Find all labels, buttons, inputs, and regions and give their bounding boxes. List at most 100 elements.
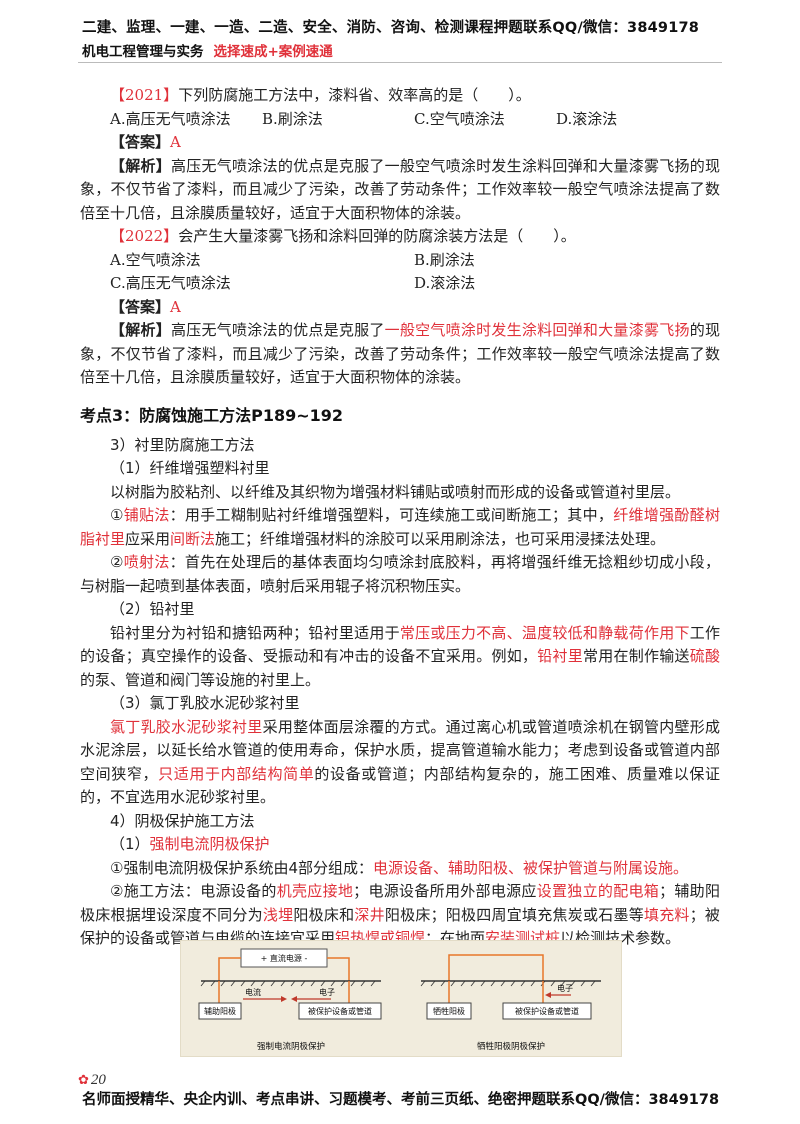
- header-contact-line: 二建、监理、一建、一造、二造、安全、消防、咨询、检测课程押题联系QQ/微信：38…: [82, 20, 700, 36]
- sacrificial-anode-label: 牺牲阳极: [433, 1006, 465, 1016]
- text: 阳极床和: [293, 905, 355, 924]
- text: ①强制电流阴极保护系统由4部分组成：: [110, 858, 373, 877]
- highlight: 填充料: [643, 905, 690, 924]
- text: ②施工方法：电源设备的: [110, 882, 277, 900]
- caption-sacrificial: 牺牲阳极阴极保护: [477, 1041, 545, 1052]
- question-year-tag: 【2022】: [110, 227, 179, 245]
- text: （1）: [110, 835, 150, 853]
- section-title: 考点3：防腐蚀施工方法P189~192: [80, 405, 344, 425]
- question-year-tag: 【2021】: [110, 86, 179, 104]
- analysis-2022: 【解析】高压无气喷涂法的优点是克服了一般空气喷涂时发生涂料回弹和大量漆雾飞扬的现…: [80, 319, 720, 390]
- header-divider: [78, 62, 722, 63]
- option-b: B.刷涂法: [262, 109, 323, 128]
- analysis-text-tail: 的现象，不仅节省了漆料，而且减少了污染，改善了劳动条件；工作效率较一般空气喷涂法…: [80, 321, 720, 386]
- frp-laying-method: ①铺贴法：用手工糊制贴衬纤维增强塑料，可连续施工或间断施工；其中，纤维增强酚醛树…: [80, 504, 720, 551]
- highlight: 纤维增强酚醛树脂衬里: [80, 506, 720, 548]
- text: 工作的设备；真空操作的设备、受振动和有冲击的设备不宜采用。例如，: [80, 623, 720, 666]
- question-2021-options: A.高压无气喷涂法 B.刷涂法 C.空气喷涂法 D.滚涂法: [80, 108, 720, 132]
- page-number-text: 20: [90, 1072, 106, 1088]
- text: ；电源设备所用外部电源应: [353, 882, 537, 900]
- protected-label-1: 被保护设备或管道: [308, 1006, 372, 1016]
- highlight: 只适用于内部结构简单: [158, 764, 315, 783]
- question-2022: 【2022】会产生大量漆雾飞扬和涂料回弹的防腐涂装方法是（ ）。: [80, 225, 720, 249]
- highlight: 机壳应接地: [276, 882, 354, 900]
- aux-anode-label: 辅助阳极: [204, 1006, 236, 1016]
- answer-label: 【答案】: [110, 297, 171, 316]
- highlight: 深井: [354, 905, 385, 924]
- impressed-current-components: ①强制电流阴极保护系统由4部分组成：电源设备、辅助阳极、被保护管道与附属设施。: [80, 857, 720, 881]
- dc-power-label: + 直流电源 -: [261, 953, 308, 963]
- question-2022-options: A.空气喷涂法 B.刷涂法: [80, 249, 720, 273]
- text: 阳极床；阳极四周宜填充焦炭或石墨等: [384, 905, 644, 924]
- highlight: 设置独立的配电箱: [536, 882, 660, 900]
- heading-lining: 3）衬里防腐施工方法: [110, 435, 255, 454]
- page-mark-icon: ✿: [78, 1072, 89, 1087]
- option-a: A.空气喷涂法: [110, 250, 201, 269]
- highlight: 浅埋: [262, 905, 294, 924]
- aux-anode-box: [198, 1002, 242, 1020]
- item-marker: ①: [110, 506, 124, 524]
- sacrificial-anode-box: [426, 1002, 472, 1020]
- frp-definition: 以树脂为胶粘剂、以纤维及其织物为增强材料铺贴或喷射而形成的设备或管道衬里层。: [110, 482, 681, 501]
- mortar-lining-text: 氯丁乳胶水泥砂浆衬里采用整体面层涂覆的方式。通过离心机或管道喷涂机在钢管内壁形成…: [80, 716, 720, 810]
- heading-cathodic: 4）阴极保护施工方法: [110, 811, 255, 830]
- analysis-highlight: 一般空气喷涂时发生涂料回弹和大量漆雾飞扬: [384, 321, 690, 339]
- electron-label: 电子: [319, 987, 335, 997]
- highlight: 强制电流阴极保护: [149, 835, 270, 853]
- heading-frp-lining: （1）纤维增强塑料衬里: [110, 459, 270, 477]
- page-number: ✿20: [78, 1072, 106, 1089]
- option-b: B.刷涂法: [414, 250, 475, 269]
- page-content: 【2021】下列防腐施工方法中，漆料省、效率高的是（ ）。 A.高压无气喷涂法 …: [80, 80, 720, 951]
- question-2022-options-row2: C.高压无气喷涂法 D.滚涂法: [80, 272, 720, 296]
- frp-spray-method: ②喷射法：首先在处理后的基体表面均匀喷涂封底胶料，再将增强纤维无捻粗纱切成小段，…: [80, 551, 720, 598]
- protected-box-1: [298, 1002, 382, 1020]
- text: 常用在制作输送: [583, 647, 690, 665]
- answer-2021: 【答案】A: [80, 131, 720, 155]
- highlight: 硫酸: [689, 647, 720, 665]
- option-a: A.高压无气喷涂法: [110, 109, 231, 128]
- footer-contact-line: 名师面授精华、央企内训、考点串讲、习题模考、考前三页纸、绝密押题联系QQ/微信：…: [82, 1092, 720, 1108]
- text: 的设备或管道；内部结构复杂的，施工困难、质量难以保证的，不宜选用水泥砂浆衬里。: [80, 764, 720, 807]
- protected-box-2: [502, 1002, 592, 1020]
- header-subject-line: 机电工程管理与实务选择速成+案例速通: [82, 40, 333, 60]
- text: 采用整体面层涂覆的方式。通过离心机或管道喷涂机在钢管内壁形成水泥涂层，以延长给水…: [80, 717, 720, 783]
- highlight: 铅衬里: [537, 647, 584, 665]
- option-c: C.空气喷涂法: [414, 109, 505, 128]
- highlight: 铺贴法: [123, 506, 170, 524]
- highlight: 喷射法: [123, 553, 170, 571]
- text: 铅衬里分为衬铅和搪铅两种；铅衬里适用于: [110, 623, 400, 642]
- highlight: 间断法: [170, 529, 216, 548]
- heading-impressed-current: （1）强制电流阴极保护: [80, 833, 720, 857]
- option-c: C.高压无气喷涂法: [110, 274, 231, 292]
- header-tagline: 选择速成+案例速通: [213, 44, 333, 60]
- highlight: 电源设备、辅助阳极、被保护管道与附属设施。: [373, 858, 689, 877]
- question-stem: 下列防腐施工方法中，漆料省、效率高的是（ ）。: [178, 86, 531, 104]
- text: 应采用: [125, 529, 171, 548]
- highlight: 氯丁乳胶水泥砂浆衬里: [110, 717, 263, 736]
- caption-impressed: 强制电流阴极保护: [257, 1041, 325, 1052]
- question-2021: 【2021】下列防腐施工方法中，漆料省、效率高的是（ ）。: [80, 84, 720, 108]
- question-stem: 会产生大量漆雾飞扬和涂料回弹的防腐涂装方法是（ ）。: [178, 227, 576, 245]
- highlight: 常压或压力不高、温度较低和静载荷作用下: [399, 623, 690, 642]
- analysis-text: 高压无气喷涂法的优点是克服了: [171, 321, 385, 339]
- heading-lead-lining: （2）铅衬里: [110, 600, 195, 618]
- answer-value: A: [170, 297, 181, 316]
- electron-label-2: 电子: [557, 983, 573, 993]
- option-d: D.滚涂法: [556, 109, 618, 128]
- cathodic-protection-diagram: + 直流电源 - 电流 电子 辅助: [180, 940, 622, 1057]
- answer-2022: 【答案】A: [80, 296, 720, 320]
- current-label: 电流: [245, 987, 261, 997]
- text: ；辅助阳极床根据埋设深度不同分为: [80, 882, 720, 924]
- heading-mortar-lining: （3）氯丁乳胶水泥砂浆衬里: [110, 694, 300, 712]
- text: ：首先在处理后的基体表面均匀喷涂封底胶料，再将增强纤维无捻粗纱切成小段，与树脂一…: [80, 553, 720, 595]
- text: ：用手工糊制贴衬纤维增强塑料，可连续施工或间断施工；其中，: [169, 506, 614, 524]
- analysis-2021: 【解析】高压无气喷涂法的优点是克服了一般空气喷涂时发生涂料回弹和大量漆雾飞扬的现…: [80, 155, 720, 226]
- analysis-label: 【解析】: [110, 321, 172, 339]
- answer-label: 【答案】: [110, 133, 171, 151]
- header-subject: 机电工程管理与实务: [82, 44, 204, 60]
- protected-label-2: 被保护设备或管道: [515, 1006, 579, 1016]
- text: 施工；纤维增强材料的涂胶可以采用刷涂法，也可采用浸揉法处理。: [215, 529, 666, 548]
- diagram-svg: + 直流电源 - 电流 电子 辅助: [198, 948, 601, 1052]
- text: 的泵、管道和阀门等设施的衬里上。: [80, 670, 321, 689]
- answer-value: A: [170, 133, 181, 151]
